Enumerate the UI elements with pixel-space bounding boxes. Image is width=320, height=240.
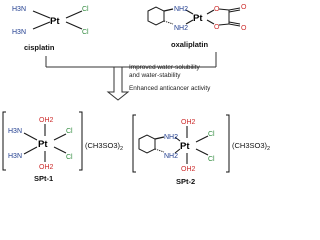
spt1-counterion-count: 2 (120, 146, 123, 152)
reaction-scheme: H3N Pt Cl H3N Cl cisplatin NH2 Pt O O NH… (2, 4, 270, 186)
cisplatin-ammine-top: H3N (12, 6, 26, 13)
spt1-chloride-bottom: Cl (66, 154, 73, 161)
transformation-text-line1: Improved water-solubility (129, 64, 200, 71)
spt1-aqua-top: OH2 (39, 117, 54, 124)
oxaliplatin-oxygen-top-outer: O (241, 4, 247, 11)
spt2-chloride-bottom: Cl (208, 156, 215, 163)
spt1-pt-atom: Pt (38, 139, 48, 150)
spt2-aqua-bottom: OH2 (181, 166, 196, 173)
oxaliplatin-label: oxaliplatin (171, 40, 209, 49)
spt2-label: SPt-2 (176, 177, 195, 186)
oxaliplatin-amine-bottom: NH2 (174, 25, 188, 32)
spt2-counterion-formula: (CH3SO3) (232, 141, 268, 150)
spt2-chloride-top: Cl (208, 131, 215, 138)
cisplatin-chloride-bottom: Cl (82, 29, 89, 36)
cisplatin-label: cisplatin (24, 43, 55, 52)
spt1-chloride-top: Cl (66, 128, 73, 135)
spt2-amine-bottom: NH2 (164, 153, 178, 160)
spt2-counterion-count: 2 (267, 146, 270, 152)
spt1-label: SPt-1 (34, 174, 53, 183)
transformation-text-line2: and water-stability (129, 72, 181, 79)
cisplatin-ammine-bottom: H3N (12, 29, 26, 36)
spt2-aqua-top: OH2 (181, 119, 196, 126)
oxaliplatin-amine-top: NH2 (174, 6, 188, 13)
oxaliplatin-oxygen-top-inner: O (214, 6, 220, 13)
spt1-counterion: (CH3SO3)2 (85, 141, 123, 152)
spt1-structure: OH2 H3N Pt Cl H3N Cl OH2 (CH3SO3)2 SPt-1 (2, 111, 123, 183)
cisplatin-pt-atom: Pt (50, 16, 60, 27)
transformation-text-line3: Enhanced anticancer activity (129, 85, 211, 92)
cisplatin-structure: H3N Pt Cl H3N Cl cisplatin (12, 6, 89, 52)
oxaliplatin-oxygen-bottom-outer: O (241, 25, 247, 32)
spt1-ammine-top: H3N (8, 128, 22, 135)
cisplatin-chloride-top: Cl (82, 6, 89, 13)
transformation-arrow (45, 52, 217, 101)
spt2-structure: OH2 NH2 Pt Cl NH2 Cl OH2 (CH3SO3)2 SPt-2 (132, 114, 270, 186)
spt1-ammine-bottom: H3N (8, 153, 22, 160)
spt2-counterion: (CH3SO3)2 (232, 141, 270, 152)
oxaliplatin-pt-atom: Pt (193, 13, 203, 24)
spt1-counterion-formula: (CH3SO3) (85, 141, 121, 150)
spt1-aqua-bottom: OH2 (39, 164, 54, 171)
oxaliplatin-structure: NH2 Pt O O NH2 O O oxaliplatin (147, 4, 247, 49)
spt2-amine-top: NH2 (164, 134, 178, 141)
oxaliplatin-oxygen-bottom-inner: O (214, 24, 220, 31)
spt2-pt-atom: Pt (180, 141, 190, 152)
